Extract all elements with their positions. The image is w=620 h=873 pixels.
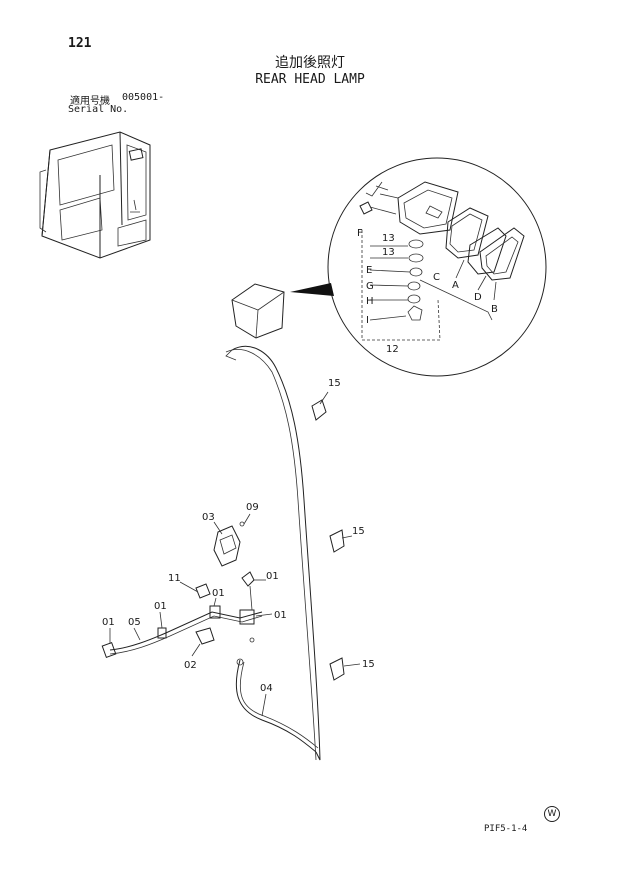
callout-15-upper: 15 — [328, 378, 341, 389]
lamp-assembly — [231, 283, 285, 339]
harness-wiring — [101, 345, 345, 761]
callout-11: 11 — [168, 573, 181, 584]
callout-c: C — [433, 272, 440, 283]
callout-01-e: 01 — [102, 617, 115, 628]
callout-i: I — [366, 315, 369, 326]
callout-d: D — [474, 292, 482, 303]
footer-code: PIF5-1-4 — [484, 824, 528, 834]
callout-02: 02 — [184, 660, 197, 671]
callout-13a: 13 — [382, 233, 395, 244]
callout-13b: 13 — [382, 247, 395, 258]
callout-15-middle: 15 — [352, 526, 365, 537]
callout-h: H — [366, 296, 374, 307]
callout-g: G — [366, 281, 374, 292]
callout-01-a: 01 — [212, 588, 225, 599]
callout-12: 12 — [386, 344, 399, 355]
callout-04: 04 — [260, 683, 273, 694]
callout-09: 09 — [246, 502, 259, 513]
page-title-japanese: 追加後照灯 — [275, 55, 345, 71]
serial-label-japanese: 適用号機 — [70, 96, 110, 107]
cab-illustration — [39, 131, 151, 259]
callout-e: E — [366, 265, 372, 276]
callout-01-d: 01 — [154, 601, 167, 612]
page-number: 121 — [68, 36, 92, 51]
callout-01-c: 01 — [274, 610, 287, 621]
callout-01-b: 01 — [266, 571, 279, 582]
callout-15-lower: 15 — [362, 659, 375, 670]
leader-lines — [109, 391, 361, 717]
callout-05: 05 — [128, 617, 141, 628]
detail-inset — [290, 157, 547, 377]
page-title-english: REAR HEAD LAMP — [255, 72, 365, 87]
callout-f: F — [357, 228, 363, 239]
callout-a: A — [452, 280, 459, 291]
w-mark-icon: W — [544, 806, 560, 822]
callout-b: B — [491, 304, 498, 315]
callout-03: 03 — [202, 512, 215, 523]
serial-label-english: Serial No. — [68, 104, 129, 115]
serial-number-value: 005001- — [122, 92, 165, 103]
